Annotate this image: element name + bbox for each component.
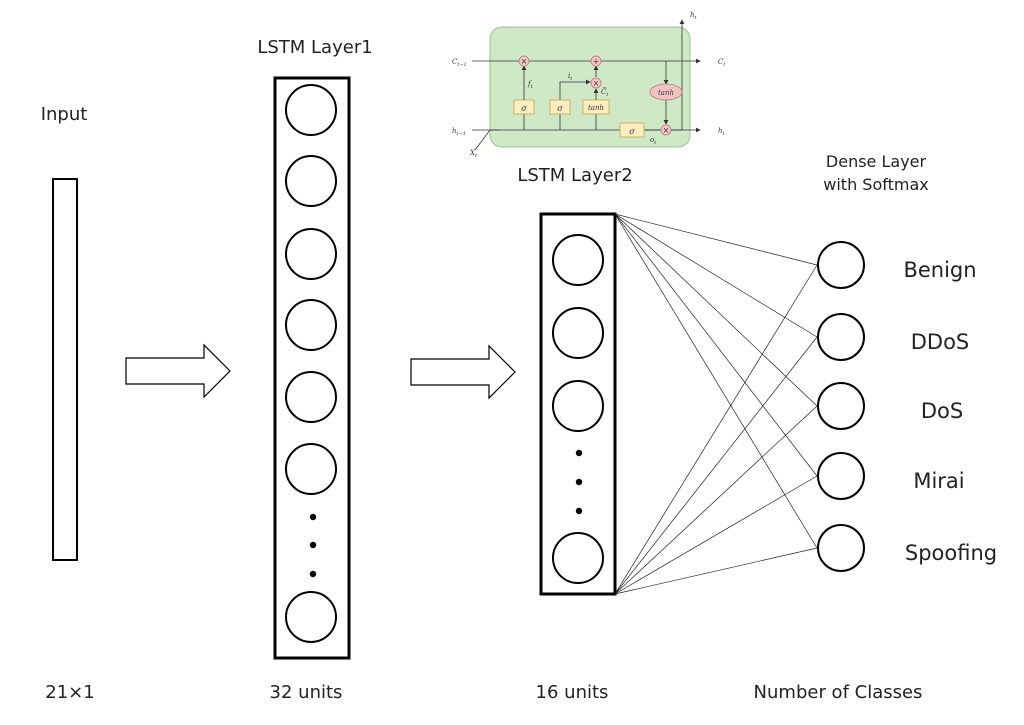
svg-text:Xt: Xt — [469, 149, 478, 159]
layer2-units-label: 16 units — [536, 682, 609, 703]
layer1-title: LSTM Layer1 — [257, 37, 372, 58]
input-vector — [52, 178, 78, 561]
svg-text:ht: ht — [690, 11, 698, 21]
layer1-neuron — [285, 443, 337, 495]
svg-text:ht: ht — [718, 127, 726, 137]
ellipsis-dot — [575, 478, 583, 486]
lstm-cell-inset: σ σ tanh σ tanh × + × × Ct−1 Ct ht−1 ht … — [452, 11, 726, 159]
cell-add-op — [590, 55, 602, 67]
svg-text:σ: σ — [557, 104, 563, 113]
connection-line — [614, 213, 818, 549]
layer1-neuron — [285, 299, 337, 351]
input-gate-sigma — [549, 99, 571, 115]
svg-text:Ct: Ct — [718, 58, 726, 68]
ellipsis-dot — [309, 513, 317, 521]
layer1-units-label: 32 units — [270, 682, 343, 703]
layer1-neuron — [285, 84, 337, 136]
candidate-tanh — [582, 99, 610, 115]
input-multiply-op — [590, 77, 602, 89]
ellipsis-dot — [309, 570, 317, 578]
layer2-neurons — [552, 234, 604, 584]
svg-text:×: × — [593, 79, 600, 88]
svg-text:×: × — [663, 126, 670, 135]
layer2-title: LSTM Layer2 — [517, 165, 632, 186]
connection-line — [614, 475, 818, 595]
connection-line — [614, 405, 818, 595]
forget-gate-sigma — [513, 99, 535, 115]
layer1-neurons — [285, 84, 337, 643]
dense-neuron — [817, 524, 865, 572]
dense-neuron — [817, 241, 865, 289]
connection-line — [614, 213, 818, 266]
connection-line — [614, 547, 818, 595]
svg-text:+: + — [593, 57, 600, 66]
class-label: Benign — [903, 258, 976, 282]
ellipsis-dot — [575, 507, 583, 515]
class-label: Spoofing — [905, 541, 997, 565]
class-label: Mirai — [913, 469, 964, 493]
connection-line — [614, 213, 818, 477]
svg-text:σ: σ — [521, 104, 527, 113]
svg-text:it: it — [568, 72, 573, 82]
ellipsis-dot — [575, 449, 583, 457]
forget-multiply-op — [518, 55, 530, 67]
output-tanh — [649, 83, 683, 101]
arrow-right-icon — [125, 343, 231, 399]
svg-text:ft: ft — [527, 80, 534, 90]
dense-neuron — [817, 452, 865, 500]
layer2-neuron — [552, 380, 604, 432]
dense-connections — [614, 213, 818, 595]
dense-title-line1: Dense Layer — [826, 152, 927, 171]
layer2-neuron — [552, 234, 604, 286]
output-multiply-op — [660, 124, 672, 136]
connection-line — [614, 264, 818, 595]
svg-text:tanh: tanh — [588, 104, 604, 112]
dense-neuron — [817, 382, 865, 430]
layer1-neuron — [285, 155, 337, 207]
arrow-right-icon — [410, 344, 516, 400]
layer1-neuron — [285, 371, 337, 423]
dense-title-line2: with Softmax — [823, 175, 928, 194]
svg-text:σ: σ — [629, 127, 635, 136]
connection-line — [614, 213, 818, 338]
layer2-neuron — [552, 307, 604, 359]
output-gate-sigma — [619, 122, 645, 138]
class-label: DDoS — [911, 330, 970, 354]
lstm-cell-background — [489, 26, 691, 148]
svg-text:ht−1: ht−1 — [452, 127, 466, 137]
svg-text:Ct−1: Ct−1 — [452, 58, 467, 68]
class-label: DoS — [921, 399, 963, 423]
input-title: Input — [41, 104, 88, 125]
svg-text:ot: ot — [650, 136, 657, 146]
svg-text:tanh: tanh — [658, 89, 674, 97]
layer1-neuron — [285, 591, 337, 643]
svg-text:×: × — [521, 57, 528, 66]
ellipsis-dot — [309, 541, 317, 549]
layer1-neuron — [285, 228, 337, 280]
layer2-neuron — [552, 532, 604, 584]
connection-line — [614, 213, 818, 407]
dense-neurons — [817, 241, 865, 572]
dense-footer-label: Number of Classes — [754, 682, 923, 703]
svg-text:C̃t: C̃t — [601, 88, 609, 98]
dense-neuron — [817, 313, 865, 361]
connection-line — [614, 336, 818, 595]
input-size-label: 21×1 — [45, 682, 94, 703]
